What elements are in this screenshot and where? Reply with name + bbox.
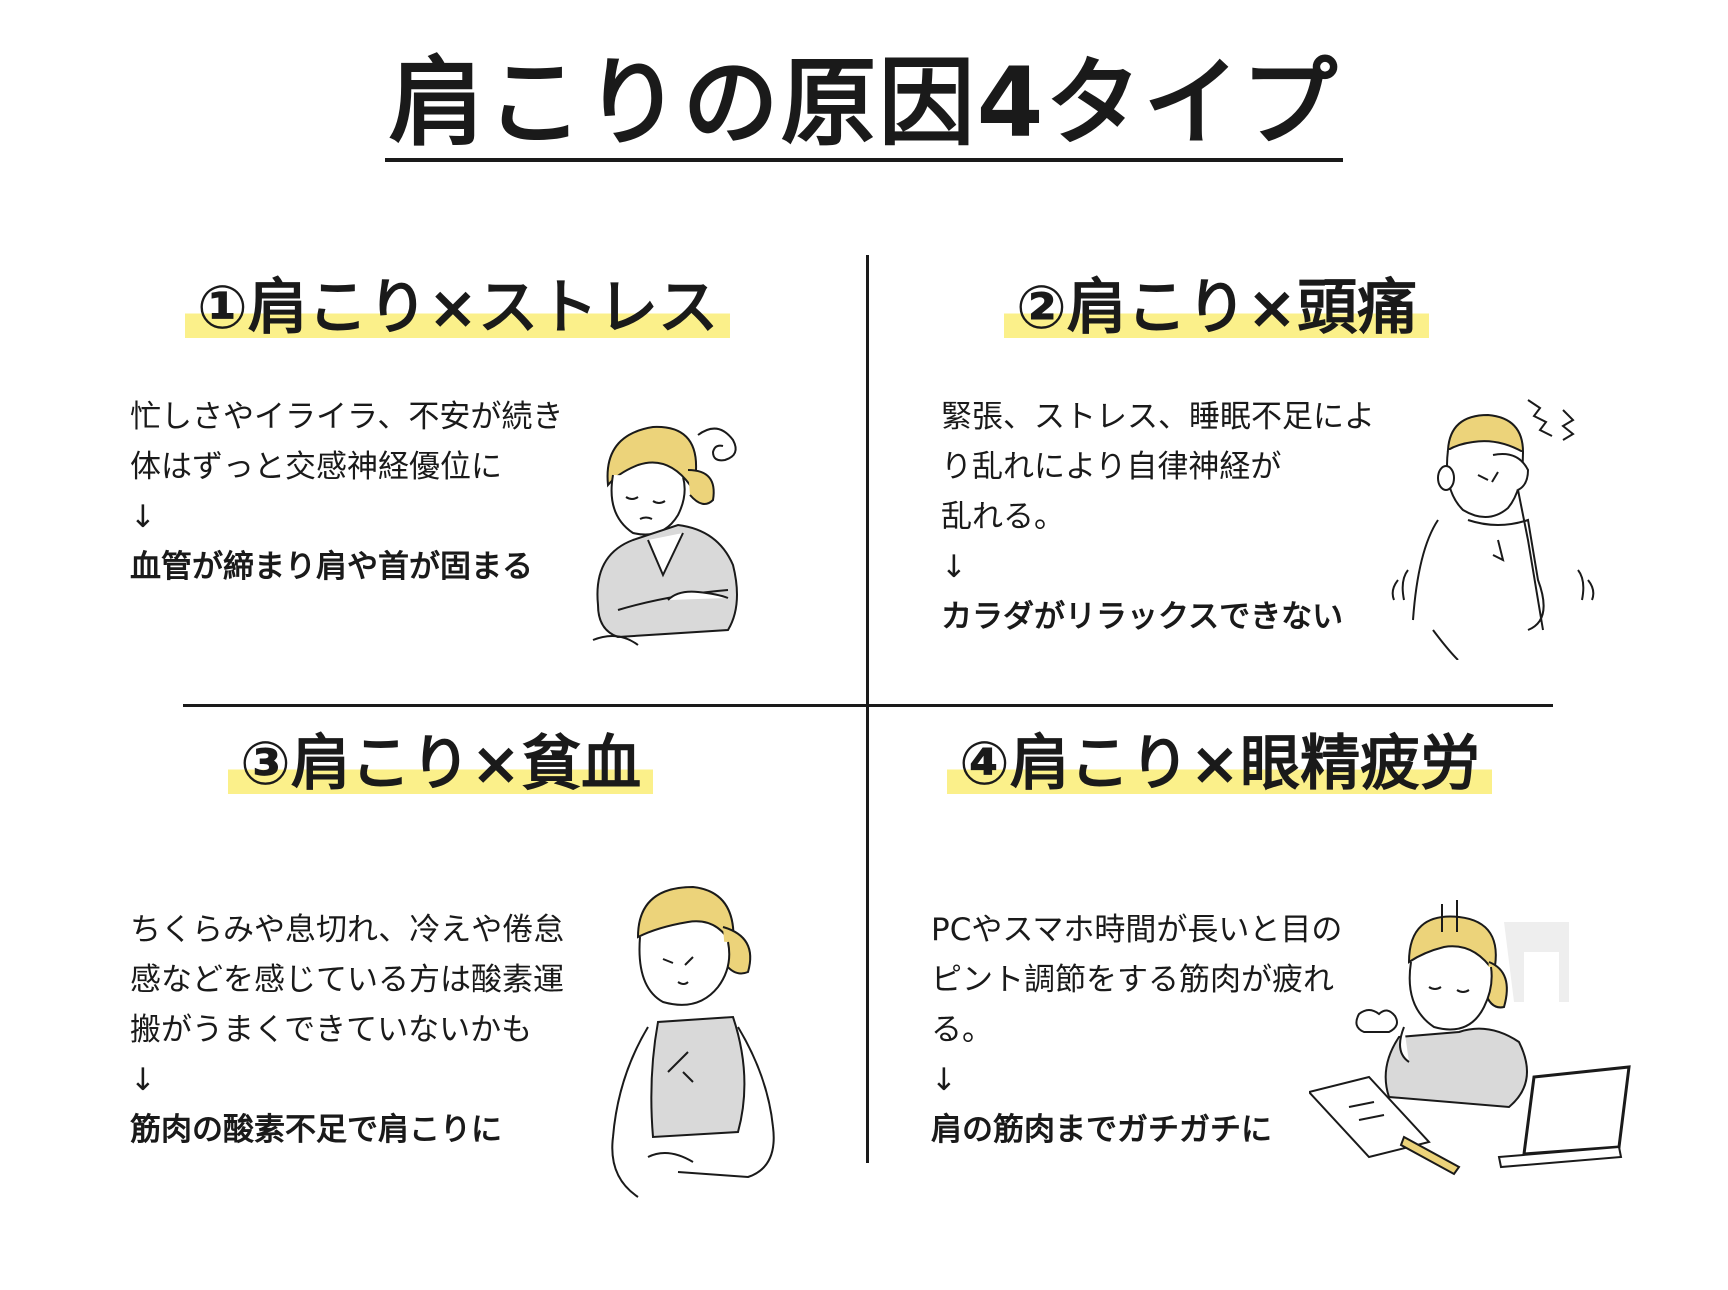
section-body: PCやスマホ時間が長いと目の ピント調節をする筋肉が疲れ る。 ↓ 肩の筋肉まで…: [931, 905, 1342, 1155]
body-line: 忙しさやイライラ、不安が続き: [130, 399, 564, 435]
body-line: ちくらみや息切れ、冷えや倦怠: [130, 912, 565, 948]
body-line: PCやスマホ時間が長いと目の: [931, 912, 1343, 948]
down-arrow: ↓: [130, 1062, 156, 1098]
body-line: 搬がうまくできていないかも: [130, 1012, 533, 1048]
section-body: 緊張、ストレス、睡眠不足によ り乱れにより自律神経が 乱れる。 ↓ カラダがリラ…: [941, 392, 1375, 642]
body-line: 乱れる。: [941, 499, 1065, 535]
section-body: ちくらみや息切れ、冷えや倦怠 感などを感じている方は酸素運 搬がうまくできていな…: [130, 905, 564, 1155]
section-headache: ②肩こり×頭痛 緊張、ストレス、睡眠不足によ り乱れにより自律神経が 乱れる。 …: [869, 255, 1728, 704]
section-eyestrain: ④肩こり×眼精疲労 PCやスマホ時間が長いと目の ピント調節をする筋肉が疲れ る…: [869, 707, 1728, 1227]
page-title: 肩こりの原因4タイプ: [384, 48, 1344, 162]
dizzy-woman-illustration: [611, 885, 775, 1198]
vertical-divider: [866, 255, 869, 1163]
body-line: 感などを感じている方は酸素運: [130, 962, 564, 998]
headache-man-illustration: [1391, 399, 1595, 660]
result-text: 筋肉の酸素不足で肩こりに: [130, 1112, 502, 1148]
body-line: 体はずっと交感神経優位に: [130, 449, 502, 485]
down-arrow: ↓: [941, 549, 967, 585]
section-heading: ②肩こり×頭痛: [1004, 273, 1430, 343]
section-stress: ①肩こり×ストレス 忙しさやイライラ、不安が続き 体はずっと交感神経優位に ↓ …: [0, 255, 866, 704]
section-heading: ③肩こり×貧血: [228, 729, 654, 799]
section-heading: ④肩こり×眼精疲労: [947, 729, 1493, 799]
down-arrow: ↓: [931, 1062, 957, 1098]
down-arrow: ↓: [130, 499, 156, 535]
section-anemia: ③肩こり×貧血 ちくらみや息切れ、冷えや倦怠 感などを感じている方は酸素運 搬が…: [0, 707, 866, 1227]
section-body: 忙しさやイライラ、不安が続き 体はずっと交感神経優位に ↓ 血管が締まり肩や首が…: [130, 392, 563, 592]
body-line: る。: [931, 1012, 993, 1048]
stressed-woman-illustration: [592, 425, 738, 646]
body-line: り乱れにより自律神経が: [941, 449, 1282, 485]
result-text: 肩の筋肉までガチガチに: [931, 1112, 1272, 1148]
result-text: カラダがリラックスできない: [941, 599, 1344, 635]
horizontal-divider: [183, 704, 1553, 707]
section-heading: ①肩こり×ストレス: [185, 273, 731, 343]
page-title-wrapper: 肩こりの原因4タイプ: [0, 48, 1728, 162]
result-text: 血管が締まり肩や首が固まる: [130, 549, 533, 585]
body-line: ピント調節をする筋肉が疲れ: [931, 962, 1334, 998]
body-line: 緊張、ストレス、睡眠不足によ: [941, 399, 1375, 435]
tired-woman-laptop-illustration: [1309, 900, 1631, 1176]
